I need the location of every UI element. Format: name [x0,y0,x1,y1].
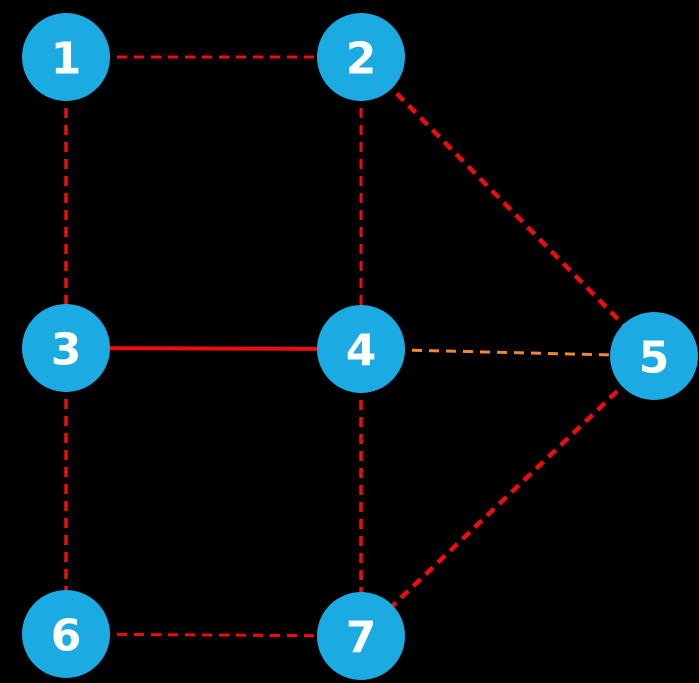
edge-2-5 [359,55,656,358]
edge-3-4 [65,346,362,351]
node-circle[interactable] [610,312,698,400]
node-circle[interactable] [22,590,110,678]
node-label: 2 [346,34,377,85]
node-label: 4 [346,326,377,377]
node-2[interactable]: 2 [317,13,405,101]
node-circle[interactable] [317,592,405,680]
node-4[interactable]: 4 [317,305,405,393]
node-label: 7 [346,613,377,664]
node-label: 1 [51,34,82,85]
node-label: 3 [51,325,82,376]
node-7[interactable]: 7 [317,592,405,680]
node-circle[interactable] [317,13,405,101]
node-label: 5 [639,333,670,384]
edge-5-7 [359,354,656,638]
edge-6-7 [65,632,362,638]
node-5[interactable]: 5 [610,312,698,400]
node-3[interactable]: 3 [22,304,110,392]
node-label: 6 [51,611,82,662]
node-circle[interactable] [22,13,110,101]
node-6[interactable]: 6 [22,590,110,678]
node-circle[interactable] [22,304,110,392]
node-circle[interactable] [317,305,405,393]
edge-4-5 [360,347,655,358]
node-1[interactable]: 1 [22,13,110,101]
